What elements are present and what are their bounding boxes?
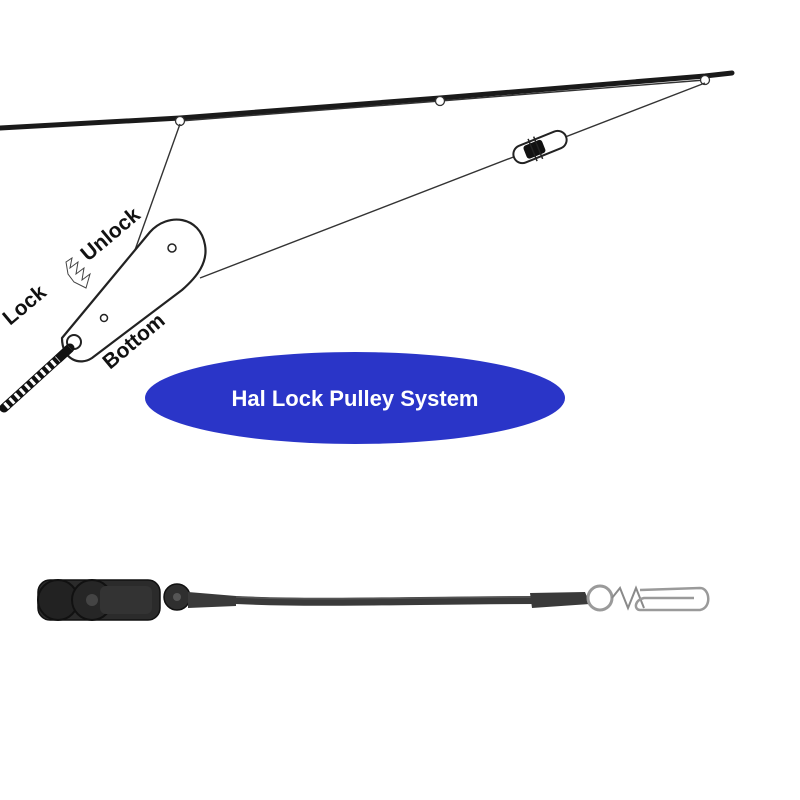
lock-lever (65, 256, 91, 289)
product-photo (37, 579, 710, 621)
hal-lock-pulley (60, 218, 207, 363)
split-ring (586, 584, 614, 612)
banner-title: Hal Lock Pulley System (232, 386, 479, 411)
pole-eye (434, 95, 446, 107)
outrigger-pole (0, 70, 735, 131)
rigging-illustration (0, 70, 735, 413)
pulley-pin (99, 313, 109, 323)
pole-tip-eye (699, 74, 711, 86)
pulley-axle (167, 243, 177, 253)
pulley-block (37, 579, 161, 621)
braided-line (0, 343, 75, 413)
release-clip (512, 129, 568, 165)
snap-clip (611, 585, 710, 612)
swivel (163, 583, 236, 611)
cord-crimp (530, 592, 590, 608)
halyard-return-line (199, 82, 706, 279)
banner-ellipse (145, 352, 565, 444)
title-banner: Hal Lock Pulley System (145, 352, 565, 444)
label-lock: Lock (0, 280, 51, 329)
bungee-cord (232, 596, 540, 606)
